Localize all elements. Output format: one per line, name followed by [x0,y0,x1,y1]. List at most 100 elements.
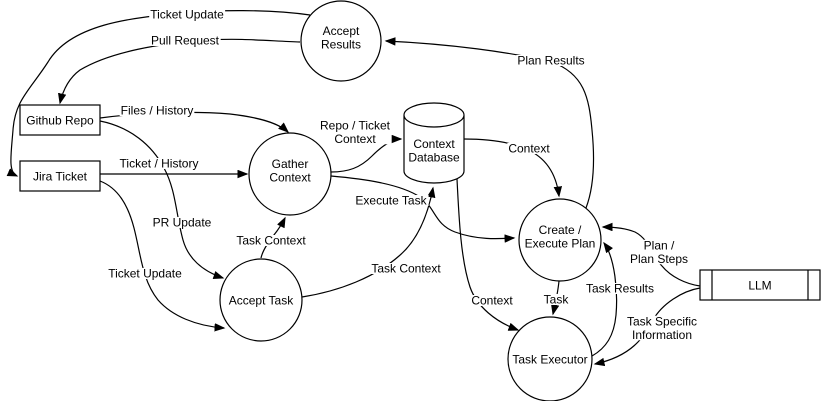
task-executor-shape [507,316,593,401]
edge-label-task-results: Task Results [584,282,656,296]
edge-label-background [507,143,552,154]
edge-label-text-ticket-update-2: Ticket Update [108,267,182,281]
edge-execute-task [330,175,514,239]
edge-label-background [149,9,226,20]
edge-label-text-plan-results: Plan Results [517,54,584,68]
edge-label-ticket-history: Ticket / History [118,157,200,171]
jira-ticket-shape [19,160,101,192]
edge-task-context-2 [301,188,433,298]
node-create-execute-plan: Create /Execute Plan [518,198,602,282]
edge-path-task-context-1 [260,218,285,259]
node-label-github-repo: Github Repo [26,114,94,128]
edge-label-pr-update: PR Update [151,216,213,230]
edge-label-context-2: Context [470,294,515,308]
edge-label-text-pull-request: Pull Request [151,34,220,48]
edge-label-task-context-1: Task Context [235,234,308,248]
gather-context-shape [248,132,332,216]
edge-label-text-execute-task: Execute Task [355,194,427,208]
edge-label-plan-plan-steps: Plan /Plan Steps [628,238,690,266]
edge-path-context-2 [456,178,518,330]
edge-label-background [118,158,200,169]
node-jira-ticket: Jira Ticket [19,160,101,192]
edge-label-text-task-context-2: Task Context [371,262,441,276]
edge-label-text-task-context-1: Task Context [236,234,306,248]
edge-label-background [470,295,515,306]
edge-label-task-context-2: Task Context [370,262,443,276]
edge-repo-ticket-context [330,139,401,173]
edge-label-background [584,283,656,294]
edge-label-ticket-update-1: Ticket Update [149,8,226,22]
node-label-create-execute-plan: Create /Execute Plan [525,223,596,251]
edge-path-task-context-2 [301,188,433,298]
node-task-executor: Task Executor [507,316,593,401]
create-execute-plan-shape [518,198,602,282]
edge-label-context-1: Context [507,142,552,156]
context-database-cylinder-shape [403,102,465,184]
edge-task-context-1 [260,218,285,259]
edge-label-text-task: Task [544,293,570,307]
edge-path-plan-results [386,41,595,209]
edge-plan-results [386,41,595,209]
edge-label-task: Task [542,293,571,307]
edge-label-text-ticket-history: Ticket / History [120,157,199,171]
edge-path-task-results [591,243,618,357]
edge-label-plan-results: Plan Results [516,54,586,68]
edge-label-text-context-1: Context [508,142,550,156]
edge-label-files-history: Files / History [119,104,195,118]
llm-shape [699,269,821,301]
edge-label-background [542,294,571,305]
accept-results-shape [300,0,382,82]
edge-label-background [370,263,443,274]
node-github-repo: Github Repo [19,104,101,136]
edge-label-background [625,315,699,341]
edge-label-text-plan-plan-steps: Plan /Plan Steps [630,238,688,266]
edge-pull-request [60,38,301,103]
edge-label-background [318,119,392,145]
edge-label-background [107,268,184,279]
edge-label-background [235,235,308,246]
edge-path-execute-task [330,175,514,239]
edge-label-text-ticket-update-1: Ticket Update [150,8,224,22]
accept-task-shape [219,258,303,342]
edge-label-execute-task: Execute Task [354,194,429,208]
edge-label-background [149,35,221,46]
node-label-llm: LLM [748,279,771,293]
edge-context-2 [456,178,518,330]
edge-label-pull-request: Pull Request [149,34,221,48]
edge-path-repo-ticket-context [330,139,401,173]
edge-label-background [628,239,690,265]
edge-label-ticket-update-2: Ticket Update [107,267,184,281]
edge-label-text-files-history: Files / History [121,104,194,118]
edge-path-ticket-update-2 [99,180,224,328]
edge-path-pull-request [60,38,301,103]
edge-path-pr-update [99,120,223,278]
github-repo-shape [19,104,101,136]
node-accept-task: Accept Task [219,258,303,342]
edge-label-background [151,217,213,228]
edge-label-text-context-2: Context [471,294,513,308]
edge-label-background [516,55,586,66]
edge-ticket-update-2 [99,180,224,328]
edge-label-background [119,105,195,116]
node-label-accept-task: Accept Task [229,294,294,308]
edge-pr-update [99,120,223,278]
edge-path-ticket-update-1 [11,10,311,176]
node-llm: LLM [699,269,821,301]
edge-label-text-pr-update: PR Update [153,216,212,230]
edge-label-background [354,195,429,206]
edge-task-results [591,243,618,357]
node-label-jira-ticket: Jira Ticket [33,170,88,184]
edge-label-text-task-results: Task Results [586,282,654,296]
